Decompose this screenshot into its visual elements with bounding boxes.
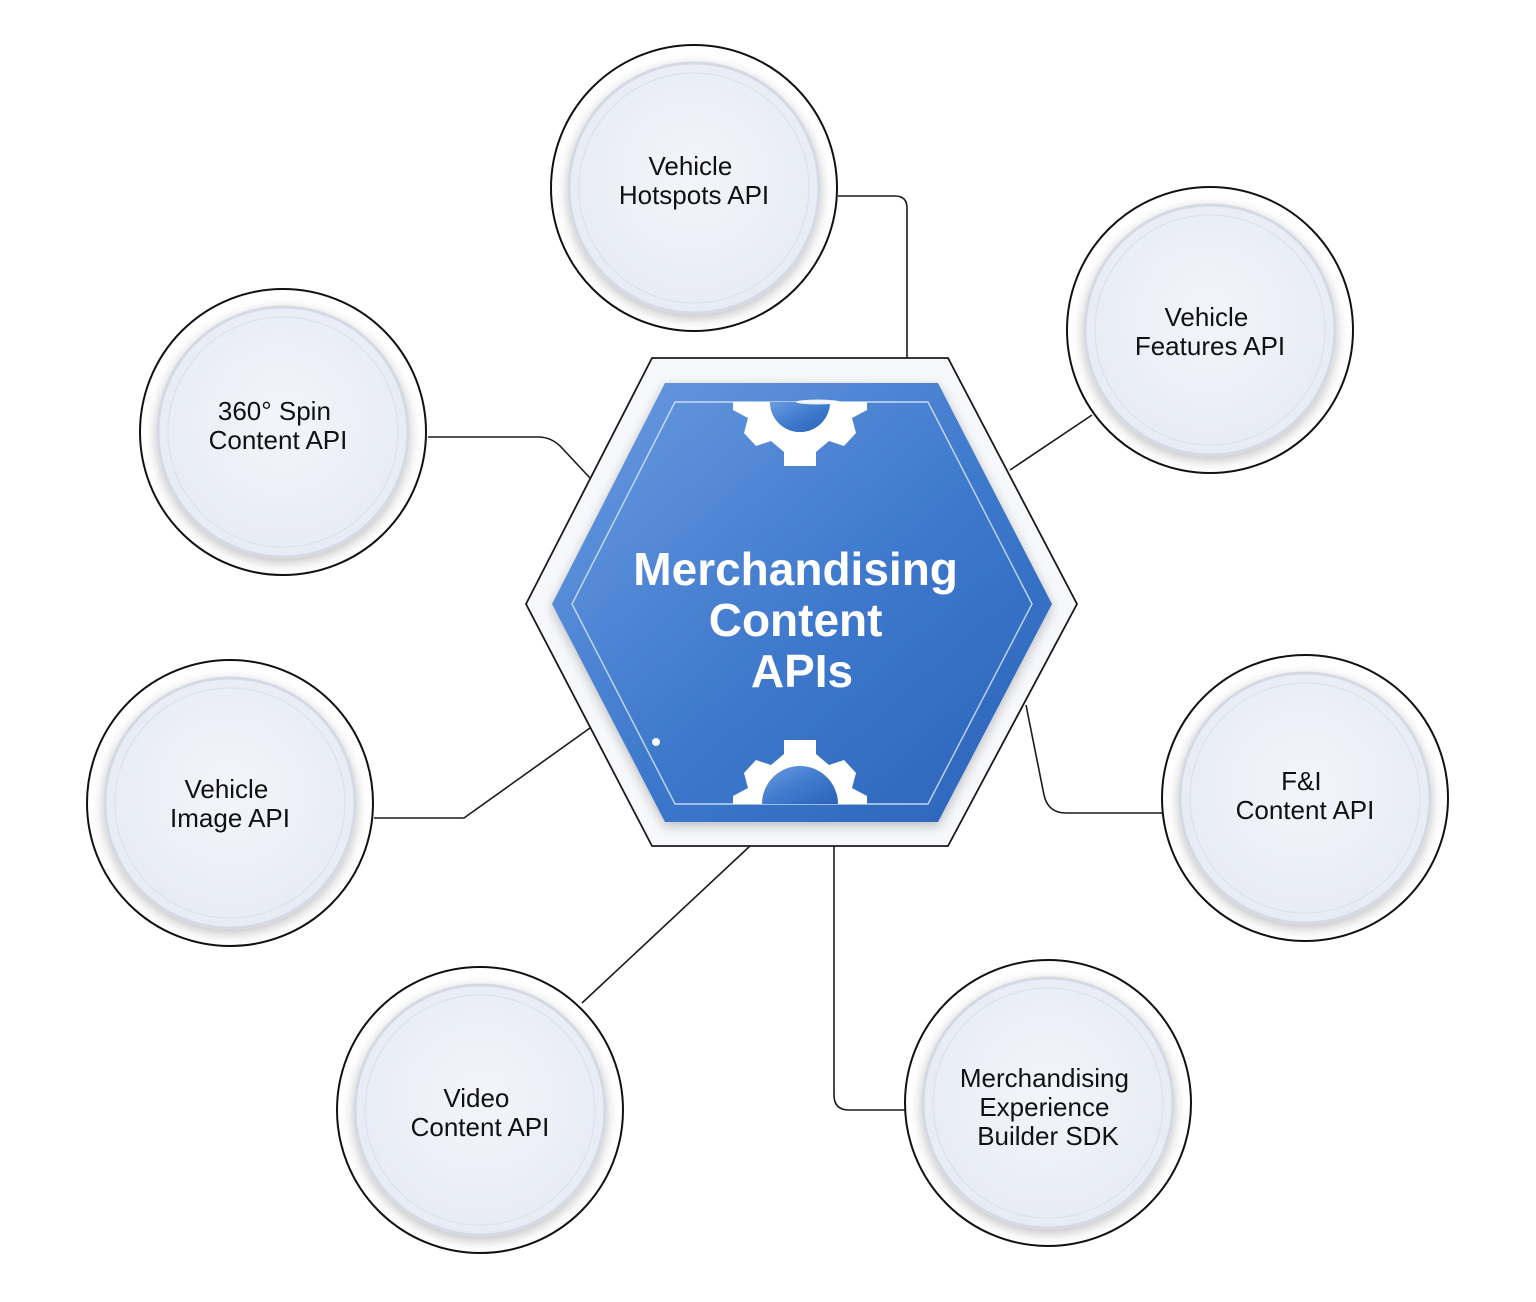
node-inner-ring bbox=[167, 316, 399, 548]
connector-360-spin bbox=[428, 436, 591, 479]
gear-icon-top bbox=[733, 402, 867, 466]
node-video-content-api[interactable]: Video Content API bbox=[336, 966, 624, 1254]
gear-icon-bottom bbox=[733, 740, 867, 804]
hub-title: Merchandising Content APIs bbox=[633, 543, 970, 697]
node-merchandising-experience-builder-sdk[interactable]: Merchandising Experience Builder SDK bbox=[904, 959, 1192, 1247]
connector-merch-experience-sdk bbox=[833, 845, 906, 1111]
sparkle-left bbox=[652, 738, 660, 746]
hub-title-line-2: Content bbox=[709, 594, 883, 646]
hub-title-line-1: Merchandising bbox=[633, 543, 958, 595]
hub-inner-outline bbox=[571, 401, 1033, 805]
sparkle-top bbox=[796, 399, 840, 405]
node-label: Vehicle Image API bbox=[170, 774, 290, 833]
node-label: Merchandising Experience Builder SDK bbox=[960, 1063, 1136, 1151]
node-vehicle-image-api[interactable]: Vehicle Image API bbox=[86, 659, 374, 947]
node-inner-ring bbox=[364, 994, 596, 1226]
hub-hexagon bbox=[552, 383, 1052, 822]
node-inner-ring bbox=[1094, 214, 1326, 446]
connector-video-content bbox=[581, 845, 751, 1004]
connector-fni-content bbox=[1025, 704, 1162, 814]
node-disc bbox=[1178, 671, 1432, 925]
node-vehicle-hotspots-api[interactable]: Vehicle Hotspots API bbox=[550, 44, 838, 332]
connector-vehicle-features bbox=[1009, 414, 1093, 471]
node-360-spin-content-api[interactable]: 360° Spin Content API bbox=[139, 288, 427, 576]
connector-vehicle-image bbox=[374, 727, 591, 819]
node-label: Video Content API bbox=[411, 1083, 550, 1142]
node-disc bbox=[103, 676, 357, 930]
node-disc bbox=[1083, 203, 1337, 457]
node-inner-ring bbox=[578, 72, 810, 304]
node-disc bbox=[353, 983, 607, 1237]
hub: Merchandising Content APIs bbox=[524, 357, 1079, 847]
node-label: Vehicle Hotspots API bbox=[619, 151, 769, 210]
node-inner-ring bbox=[1189, 682, 1421, 914]
node-disc bbox=[567, 61, 821, 315]
node-inner-ring bbox=[114, 687, 346, 919]
node-fni-content-api[interactable]: F&I Content API bbox=[1161, 654, 1449, 942]
connector-vehicle-hotspots bbox=[838, 195, 908, 358]
node-label: 360° Spin Content API bbox=[209, 396, 348, 455]
node-label: F&I Content API bbox=[1236, 766, 1375, 825]
node-vehicle-features-api[interactable]: Vehicle Features API bbox=[1066, 186, 1354, 474]
node-inner-ring bbox=[932, 987, 1164, 1219]
node-disc bbox=[156, 305, 410, 559]
hub-title-line-3: APIs bbox=[751, 645, 853, 697]
node-disc bbox=[921, 976, 1175, 1230]
connectors bbox=[374, 195, 1162, 1111]
node-label: Vehicle Features API bbox=[1135, 302, 1285, 361]
